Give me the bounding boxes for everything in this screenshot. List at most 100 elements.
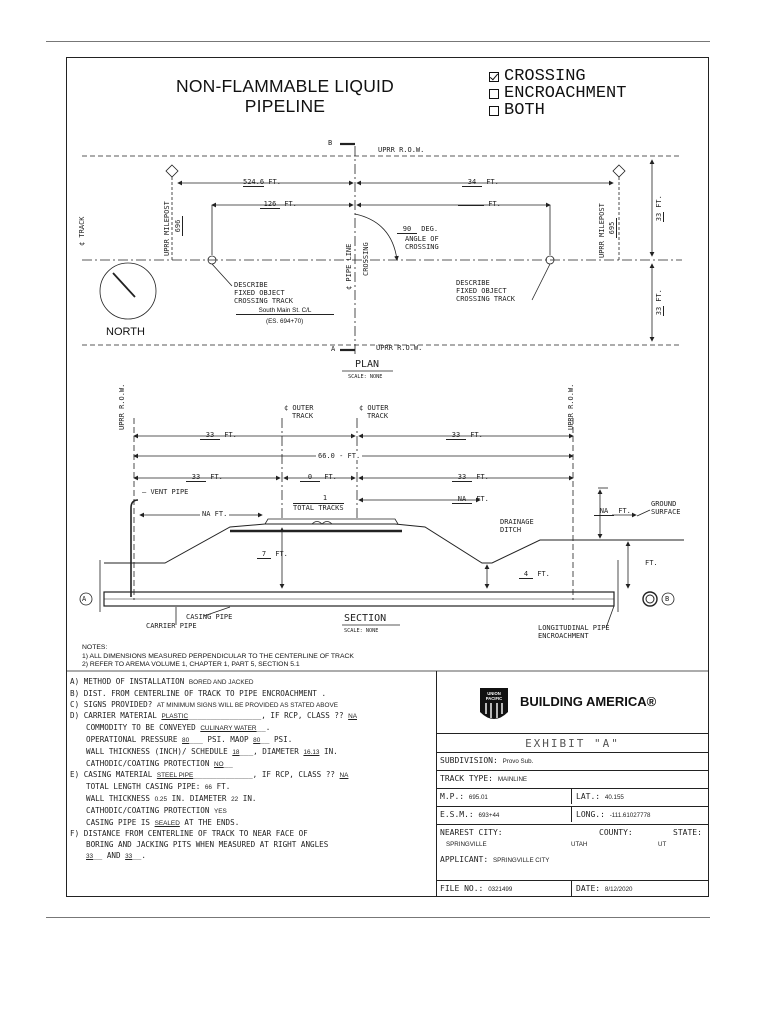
- dim-left-33: 33 FT.: [200, 431, 237, 440]
- ground-profile: [104, 523, 684, 564]
- spec-casing-wall: WALL THICKNESS 0.25 IN. DIAMETER 22 IN.: [86, 793, 257, 803]
- longitude: LONG.: -111.61027778: [572, 806, 709, 822]
- sheet-bottom-rule: [46, 917, 710, 918]
- crossing-type-checklist: CROSSING ENCROACHMENT BOTH: [489, 68, 626, 119]
- county-value: UTAH: [571, 841, 588, 848]
- dim-33b: 33 FT.: [452, 473, 489, 482]
- dim-total: 66.0 - FT.: [316, 452, 363, 460]
- dim-34: 34 FT.: [462, 178, 499, 187]
- title-line-2: PIPELINE: [244, 96, 326, 116]
- describe-right-1: DESCRIBE: [456, 279, 490, 287]
- dim-right-33: 33 FT.: [446, 431, 483, 440]
- outer-track-right-1: ¢ OUTER: [359, 404, 389, 412]
- brand-name: BUILDING AMERICA®: [520, 694, 657, 709]
- state-value: UT: [658, 841, 667, 848]
- depth-7: 7 FT.: [257, 550, 288, 559]
- plan-title: PLAN: [355, 359, 380, 370]
- carrier-pipe-label: CARRIER PIPE: [146, 622, 197, 630]
- spec-pit-distance: F) DISTANCE FROM CENTERLINE OF TRACK TO …: [70, 829, 308, 839]
- state-label: STATE:: [673, 828, 702, 837]
- dim-na-3: NA FT.: [594, 507, 631, 516]
- drainage-ditch-1: DRAINAGE: [500, 518, 534, 526]
- location-row: NEAREST CITY: COUNTY: STATE: SPRINGVILLE…: [436, 824, 709, 852]
- longitudinal-2: ENCROACHMENT: [538, 632, 589, 640]
- section-title: SECTION: [344, 613, 387, 624]
- specification-block: A) METHOD OF INSTALLATION BORED AND JACK…: [70, 677, 434, 863]
- title-line-1: NON-FLAMMABLE LIQUID: [176, 76, 394, 96]
- depth-4: 4 FT.: [519, 570, 550, 579]
- spec-casing-material: E) CASING MATERIAL STEEL PIPE___________…: [70, 770, 349, 780]
- county-label: COUNTY:: [599, 828, 633, 837]
- milepost: M.P.: 695.01: [436, 788, 572, 804]
- checkbox-both[interactable]: BOTH: [489, 102, 626, 119]
- dim-na-2: NA FT.: [200, 510, 230, 518]
- checkbox-encroachment[interactable]: ENCROACHMENT: [489, 85, 626, 102]
- exhibit-label: EXHIBIT "A": [436, 733, 709, 753]
- spec-casing-length: TOTAL LENGTH CASING PIPE: 66 FT.: [86, 782, 231, 792]
- checkbox-empty-icon[interactable]: [489, 105, 499, 116]
- dim-126: 126 FT.: [260, 200, 297, 209]
- angle-text-2: CROSSING: [405, 243, 439, 251]
- sheet-top-rule: [46, 41, 710, 42]
- spec-commodity: COMMODITY TO BE CONVEYED CULINARY WATER_…: [86, 723, 271, 733]
- spec-sealed: CASING PIPE IS SEALED AT THE ENDS.: [86, 817, 240, 827]
- spec-signs: C) SIGNS PROVIDED? AT MINIMUM SIGNS WILL…: [70, 699, 338, 709]
- track-type: TRACK TYPE: MAINLINE: [436, 770, 709, 786]
- dim-524-6: 524.6 FT.: [243, 178, 281, 187]
- describe-left-2: FIXED OBJECT: [234, 289, 285, 297]
- section-a-marker: [79, 592, 93, 606]
- note-line: 2) REFER TO AREMA VOLUME 1, CHAPTER 1, P…: [82, 661, 300, 668]
- tracks-label: TOTAL TRACKS: [293, 503, 344, 512]
- outer-track-right-2: TRACK: [367, 412, 389, 420]
- logo-line-1: UNION: [487, 691, 501, 696]
- row-top-label: UPRR R.O.W.: [378, 146, 425, 154]
- city-label: NEAREST CITY:: [440, 828, 503, 837]
- spec-wall-thickness: WALL THICKNESS (INCH)/ SCHEDULE 18___, D…: [86, 746, 338, 756]
- spec-method: A) METHOD OF INSTALLATION BORED AND JACK…: [70, 677, 254, 686]
- drawing-frame: [66, 57, 709, 897]
- row-bottom-label: UPRR R.O.W.: [376, 344, 423, 352]
- b-mark: B: [328, 139, 333, 147]
- subdivision: SUBDIVISION: Provo Sub.: [436, 752, 709, 768]
- info-panel: [436, 671, 710, 897]
- spec-casing-cathodic: CATHODIC/COATING PROTECTION YES: [86, 805, 227, 815]
- spec-pressure: OPERATIONAL PRESSURE 80___ PSI. MAOP 80_…: [86, 734, 293, 744]
- pipe-end-view: [642, 591, 658, 607]
- ground-surface-1: GROUND: [651, 500, 677, 508]
- checkbox-label: ENCROACHMENT: [504, 84, 627, 103]
- describe-right-2: FIXED OBJECT: [456, 287, 507, 295]
- section-b-marker: [661, 592, 675, 606]
- longitudinal-1: LONGITUDINAL PIPE: [538, 624, 610, 632]
- dim-0: 0 FT.: [300, 473, 337, 482]
- outer-track-left-1: ¢ OUTER: [284, 404, 314, 412]
- checkbox-label: CROSSING: [504, 67, 586, 86]
- checkbox-empty-icon[interactable]: [489, 88, 499, 99]
- section-scale: SCALE: NONE: [344, 628, 379, 634]
- north-label: NORTH: [106, 326, 145, 338]
- vent-pipe-label: — VENT PIPE: [142, 488, 189, 496]
- dim-33a: 33 FT.: [186, 473, 223, 482]
- spec-cathodic: CATHODIC/COATING PROTECTION NO__: [86, 758, 233, 768]
- latitude: LAT.: 40.155: [572, 788, 709, 804]
- applicant: APPLICANT: SPRINGVILLE CITY: [440, 855, 550, 864]
- city-value: SPRINGVILLE: [446, 841, 487, 848]
- depth-blank: FT.: [645, 559, 658, 567]
- checkbox-crossing[interactable]: CROSSING: [489, 68, 626, 85]
- logo-line-2: PACIFIC: [486, 696, 502, 701]
- esm: E.S.M.: 693+44: [436, 806, 572, 822]
- casing-pipe-label: CASING PIPE: [186, 613, 233, 621]
- spec-pit-values: 33__ AND 33__.: [86, 850, 146, 860]
- describe-left-3: CROSSING TRACK: [234, 297, 294, 305]
- plan-scale: SCALE: NONE: [348, 374, 383, 380]
- ground-surface-2: SURFACE: [651, 508, 681, 516]
- spec-pit-distance-2: BORING AND JACKING PITS WHEN MEASURED AT…: [86, 840, 329, 850]
- drawing-title: NON-FLAMMABLE LIQUID PIPELINE: [140, 76, 430, 116]
- dim-blank: FT.: [458, 200, 501, 208]
- describe-left-value: South Main St. C/L: [236, 307, 334, 315]
- a-mark: A: [331, 345, 336, 353]
- tracks-count: 1: [322, 494, 328, 502]
- north-compass: [99, 262, 157, 320]
- checkbox-checked-icon[interactable]: [489, 71, 499, 82]
- angle-value: 90 DEG.: [397, 225, 438, 234]
